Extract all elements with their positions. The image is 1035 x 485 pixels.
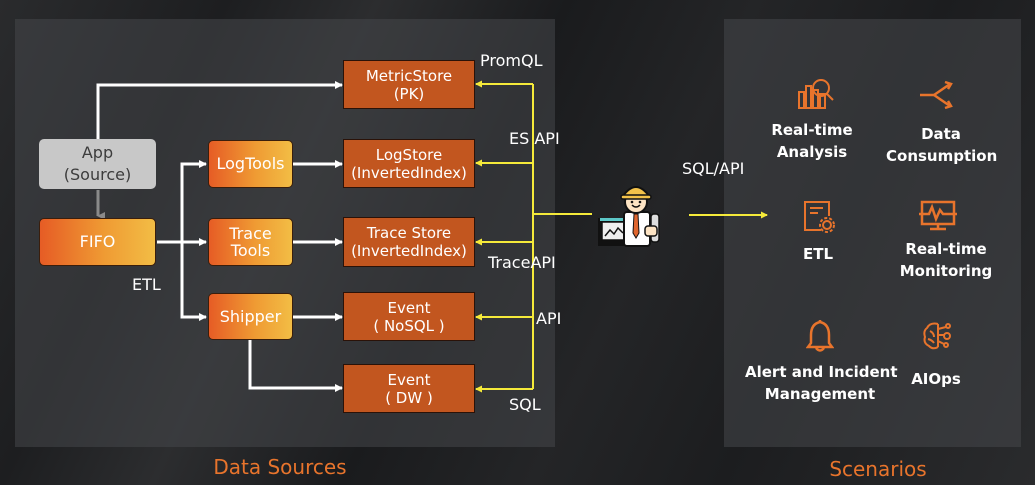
data-sources-title: Data Sources (213, 455, 347, 479)
app-label: App (81, 143, 114, 162)
metricstore-box: MetricStore (PK) (343, 60, 475, 109)
scenario-sublabel: Management (764, 385, 876, 403)
arrow-fifo-to-logtools (180, 160, 207, 242)
promql-label: PromQL (480, 51, 543, 70)
scenario-label: Alert and Incident (745, 363, 898, 381)
tracetools-sublabel: Tools (230, 241, 271, 260)
etl-flow-label: ETL (132, 275, 161, 294)
analysis-chart-icon (798, 79, 834, 109)
scenario-etl: ETL (788, 243, 848, 265)
scenario-label: ETL (802, 245, 834, 263)
scenario-sublabel: Analysis (776, 143, 848, 161)
event-dw-box: Event ( DW ) (343, 364, 475, 413)
sql-api-output-label: SQL/API (682, 159, 745, 178)
scenario-label: Data (921, 125, 961, 143)
shipper-label: Shipper (219, 306, 282, 326)
app-sublabel: (Source) (63, 165, 132, 184)
store-sublabel: ( DW ) (385, 388, 433, 407)
sql-label: SQL (509, 395, 541, 414)
store-label: Event (387, 298, 431, 317)
monitor-pulse-icon (919, 200, 957, 231)
store-sublabel: ( NoSQL ) (373, 316, 445, 335)
api-label: API (536, 309, 562, 328)
store-label: Trace Store (366, 224, 452, 242)
store-label: LogStore (375, 145, 443, 164)
tracetools-box: Trace Tools (208, 218, 293, 266)
tracetools-label: Trace (229, 224, 272, 243)
scenario-realtime-monitoring: Real-time Monitoring (891, 238, 1001, 282)
scenario-sublabel: Consumption (886, 147, 998, 165)
arrow-app-to-metricstore (96, 81, 343, 139)
es-api-label: ES API (509, 129, 560, 148)
logtools-box: LogTools (208, 140, 293, 188)
scenario-realtime-analysis: Real-time Analysis (762, 119, 862, 163)
scenario-sublabel: Monitoring (899, 262, 993, 280)
fifo-box: FIFO (39, 218, 156, 266)
split-arrows-icon (920, 80, 953, 110)
tracestore-box: Trace Store (InvertedIndex) (343, 217, 475, 267)
scenario-label: Real-time (905, 240, 987, 258)
scenarios-title: Scenarios (829, 457, 927, 481)
store-sublabel: (InvertedIndex) (351, 163, 467, 182)
scenario-label: AIOps (911, 370, 961, 388)
arrow-fifo-to-shipper (180, 242, 207, 321)
store-label: MetricStore (365, 66, 453, 85)
document-gear-icon (804, 201, 835, 233)
engineer-icon (598, 186, 660, 247)
fifo-label: FIFO (79, 232, 116, 251)
scenario-label: Real-time (771, 121, 853, 139)
event-nosql-box: Event ( NoSQL ) (343, 292, 475, 341)
store-sublabel: (PK) (393, 84, 425, 103)
arrow-shipper-to-event-dw (248, 339, 343, 392)
scenario-alert-incident: Alert and Incident Management (745, 361, 898, 405)
app-source-box: App (Source) (39, 139, 156, 189)
trace-api-label: TraceAPI (488, 253, 556, 272)
scenarios-panel (724, 19, 1021, 447)
shipper-box: Shipper (208, 293, 293, 340)
store-sublabel: (InvertedIndex) (351, 242, 467, 260)
store-label: Event (387, 370, 431, 389)
scenario-data-consumption: Data Consumption (886, 123, 998, 167)
logtools-label: LogTools (216, 154, 285, 173)
bell-icon (806, 320, 834, 352)
brain-circuit-icon (923, 322, 951, 350)
logstore-box: LogStore (InvertedIndex) (343, 139, 475, 188)
scenario-aiops: AIOps (906, 368, 966, 390)
